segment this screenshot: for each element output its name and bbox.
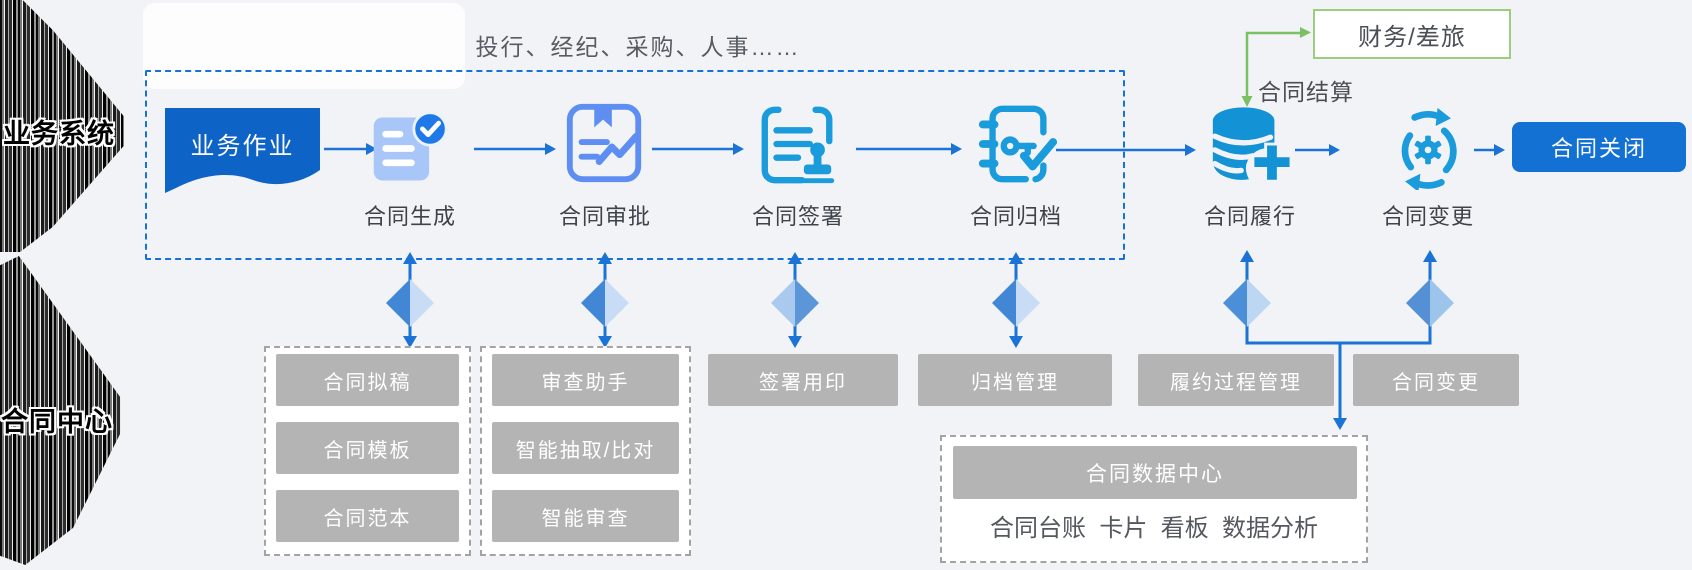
- module-review-assistant: 审查助手: [492, 354, 679, 406]
- database-plus-icon: [1212, 107, 1292, 183]
- module-smart-review: 智能审查: [492, 490, 679, 542]
- module-contract-change: 合同变更: [1353, 354, 1519, 406]
- start-flag-shape: [165, 108, 320, 193]
- diamond-connectors: [386, 279, 1454, 327]
- background-card: [143, 3, 465, 89]
- settlement-label: 合同结算: [1258, 79, 1354, 105]
- module-archive-mgmt: 归档管理: [918, 354, 1112, 406]
- contract-center-label: 合同中心: [1, 407, 113, 437]
- module-performance-mgmt: 履约过程管理: [1138, 354, 1334, 406]
- approval-book-icon: [566, 103, 642, 183]
- step-label-change: 合同变更: [1381, 204, 1474, 229]
- data-center-title: 合同数据中心: [953, 446, 1357, 499]
- step-label-perform: 合同履行: [1203, 204, 1296, 229]
- contract-close-node: 合同关闭: [1512, 122, 1686, 172]
- data-center-features: 合同台账 卡片 看板 数据分析: [989, 515, 1318, 542]
- module-draft: 合同拟稿: [276, 354, 459, 406]
- archive-book-icon: [978, 105, 1058, 183]
- business-system-label: 业务系统: [3, 119, 115, 149]
- change-sync-gear-icon: [1401, 107, 1457, 190]
- finance-travel-box: 财务/差旅: [1313, 9, 1511, 59]
- step-label-sign: 合同签署: [751, 204, 844, 229]
- start-flag-label: 业务作业: [190, 133, 295, 160]
- step-label-archive: 合同归档: [969, 204, 1062, 229]
- sign-stamp-icon: [761, 106, 835, 184]
- business-lines-caption: 投行、经纪、采购、人事……: [475, 34, 801, 60]
- step-label-generate: 合同生成: [363, 204, 456, 229]
- module-sample: 合同范本: [276, 490, 459, 542]
- business-flow-box: [145, 70, 1125, 260]
- module-template: 合同模板: [276, 422, 459, 474]
- step-label-approve: 合同审批: [558, 204, 651, 229]
- document-check-icon: [373, 111, 448, 181]
- module-signing-seal: 签署用印: [708, 354, 898, 406]
- module-extract-compare: 智能抽取/比对: [492, 422, 679, 474]
